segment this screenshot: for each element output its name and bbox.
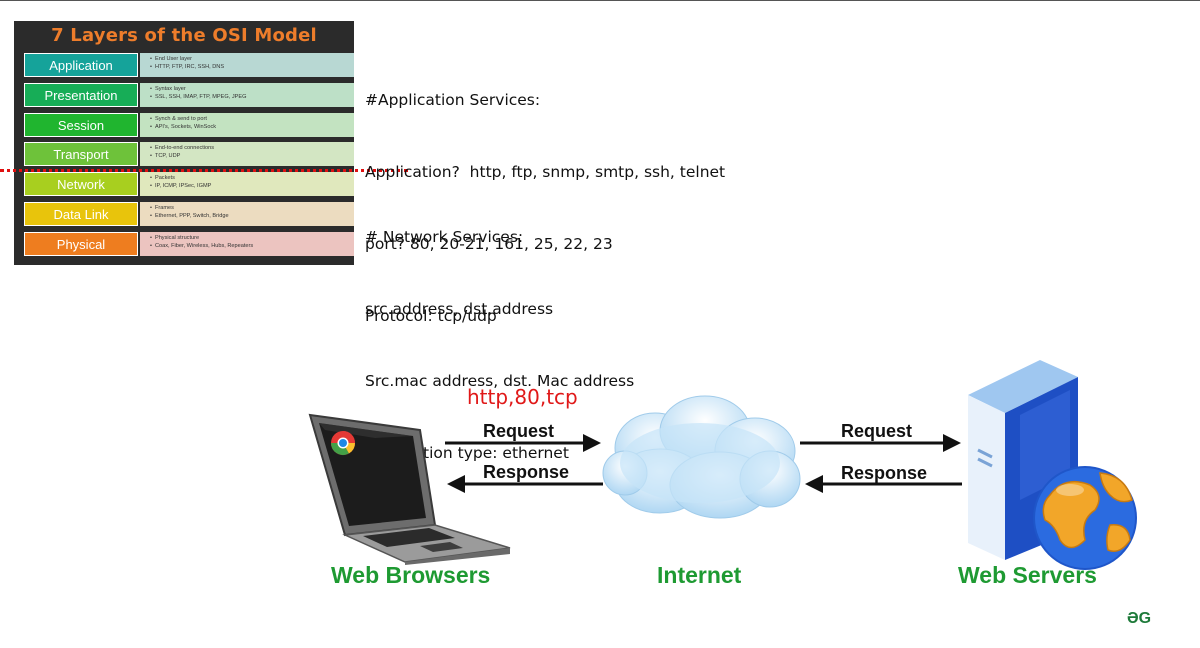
watermark-logo: ƏG — [1127, 610, 1152, 627]
web-browsers-label: Web Browsers — [331, 562, 491, 588]
osi-layer-description: Syntax layerSSL, SSH, IMAP, FTP, MPEG, J… — [140, 82, 354, 107]
osi-layer-detail: HTTP, FTP, IRC, SSH, DNS — [150, 63, 354, 71]
osi-layer-detail: TCP, UDP — [150, 152, 354, 160]
app-notes-protocol: Protocol: tcp/udp — [365, 307, 497, 325]
osi-layer-name: Presentation — [24, 82, 138, 107]
osi-layer-detail: Physical structure — [150, 234, 354, 242]
osi-layer-name: Transport — [24, 142, 138, 167]
chrome-logo-icon — [331, 431, 355, 456]
globe-icon — [1033, 466, 1137, 570]
application-services-notes: #Application Services: Application? http… — [365, 40, 725, 352]
osi-layer-row: PresentationSyntax layerSSL, SSH, IMAP, … — [24, 82, 357, 107]
network-services-notes: # Network Services: src.address, dst.add… — [365, 177, 634, 489]
osi-layer-detail: Frames — [150, 204, 354, 212]
osi-layer-detail: End User layer — [150, 55, 354, 63]
app-notes-ports: port? 80, 20-21, 161, 25, 22, 23 — [365, 235, 613, 253]
protocol-annotation: http,80,tcp — [467, 385, 578, 409]
osi-layer-description: End User layerHTTP, FTP, IRC, SSH, DNS — [140, 53, 354, 77]
osi-layer-row: Data LinkFramesEthernet, PPP, Switch, Br… — [24, 202, 357, 226]
layer-divider-line — [0, 169, 408, 172]
osi-layer-detail: Ethernet, PPP, Switch, Bridge — [150, 212, 354, 220]
osi-layer-description: End-to-end connectionsTCP, UDP — [140, 142, 354, 167]
right-request-label: Request — [841, 421, 913, 441]
osi-layer-detail: SSL, SSH, IMAP, FTP, MPEG, JPEG — [150, 93, 354, 101]
osi-title: 7 Layers of the OSI Model — [51, 25, 317, 46]
osi-layer-detail: Synch & send to port — [150, 115, 354, 123]
laptop-icon — [308, 413, 511, 565]
osi-layer-description: PacketsIP, ICMP, IPSec, IGMP — [140, 172, 354, 197]
osi-layer-detail: API's, Sockets, WinSock — [150, 123, 354, 131]
osi-layer-description: FramesEthernet, PPP, Switch, Bridge — [140, 202, 354, 226]
osi-layer-row: SessionSynch & send to portAPI's, Socket… — [24, 112, 357, 137]
osi-layer-row: ApplicationEnd User layerHTTP, FTP, IRC,… — [24, 53, 357, 77]
arrows — [445, 434, 962, 493]
app-notes-applications: Application? http, ftp, snmp, smtp, ssh,… — [365, 163, 726, 181]
osi-layer-description: Synch & send to portAPI's, Sockets, WinS… — [140, 112, 354, 137]
osi-layer-detail: Syntax layer — [150, 85, 354, 93]
osi-layer-detail: IP, ICMP, IPSec, IGMP — [150, 182, 354, 190]
left-request-label: Request — [483, 421, 555, 441]
osi-layer-name: Network — [24, 172, 138, 197]
web-servers-label: Web Servers — [958, 562, 1097, 588]
osi-layer-detail: End-to-end connections — [150, 144, 354, 152]
net-notes-addresses: src.address, dst.address — [365, 300, 554, 318]
internet-label: Internet — [657, 562, 742, 588]
osi-layer-name: Data Link — [24, 202, 138, 226]
osi-layer-row: NetworkPacketsIP, ICMP, IPSec, IGMP — [24, 172, 357, 197]
osi-layer-detail: Packets — [150, 174, 354, 182]
cloud-icon — [602, 395, 801, 519]
top-border — [0, 0, 1200, 1]
osi-layer-row: PhysicalPhysical structureCoax, Fiber, W… — [24, 231, 357, 256]
osi-layer-description: Physical structureCoax, Fiber, Wireless,… — [140, 231, 354, 256]
net-notes-mac: Src.mac address, dst. Mac address — [365, 372, 635, 390]
osi-layer-name: Application — [24, 53, 138, 77]
osi-layer-name: Physical — [24, 231, 138, 256]
left-response-label: Response — [483, 462, 570, 482]
osi-layer-name: Session — [24, 112, 138, 137]
server-icon — [968, 360, 1137, 570]
net-notes-heading: # Network Services: — [365, 228, 524, 246]
osi-layer-row: TransportEnd-to-end connectionsTCP, UDP — [24, 142, 357, 167]
app-notes-heading: #Application Services: — [365, 91, 541, 109]
right-response-label: Response — [841, 463, 928, 483]
osi-model-panel: 7 Layers of the OSI Model ApplicationEnd… — [14, 21, 354, 265]
osi-layer-detail: Coax, Fiber, Wireless, Hubs, Repeaters — [150, 242, 354, 250]
